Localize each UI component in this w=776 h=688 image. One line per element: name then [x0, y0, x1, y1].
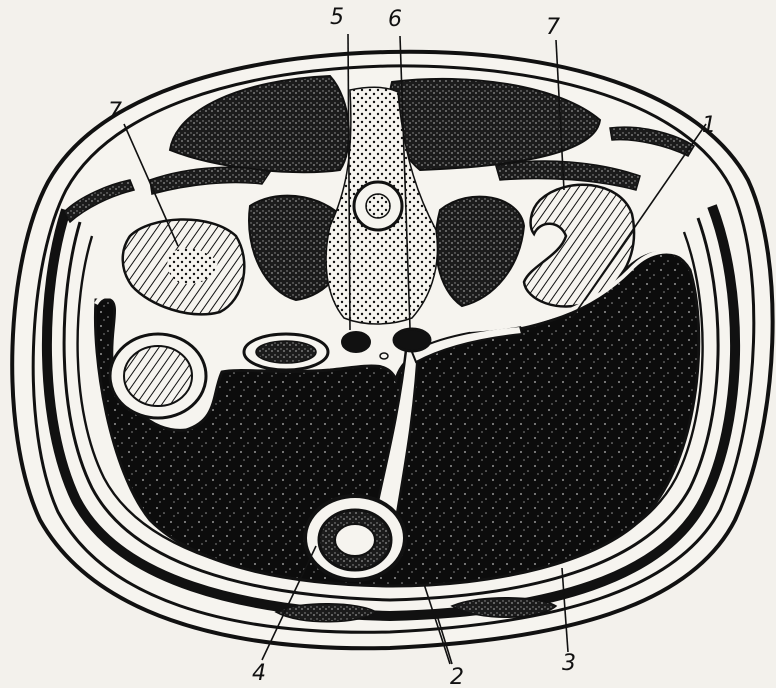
label-6: 6 [388, 7, 402, 32]
vessel-right [394, 329, 430, 351]
bowel-loop-center [244, 334, 328, 370]
label-1: 1 [702, 113, 716, 138]
vessel-left [342, 332, 370, 352]
label-2: 2 [450, 665, 464, 688]
bottom-ring-structure [305, 496, 405, 580]
small-vessel [380, 353, 388, 359]
label-7-right: 7 [546, 15, 560, 40]
label-3: 3 [562, 651, 576, 676]
spinal-canal [354, 182, 402, 230]
label-7-left: 7 [108, 99, 122, 124]
label-4: 4 [252, 661, 266, 686]
label-5: 5 [330, 5, 344, 30]
bowel-loop-left [110, 334, 206, 418]
